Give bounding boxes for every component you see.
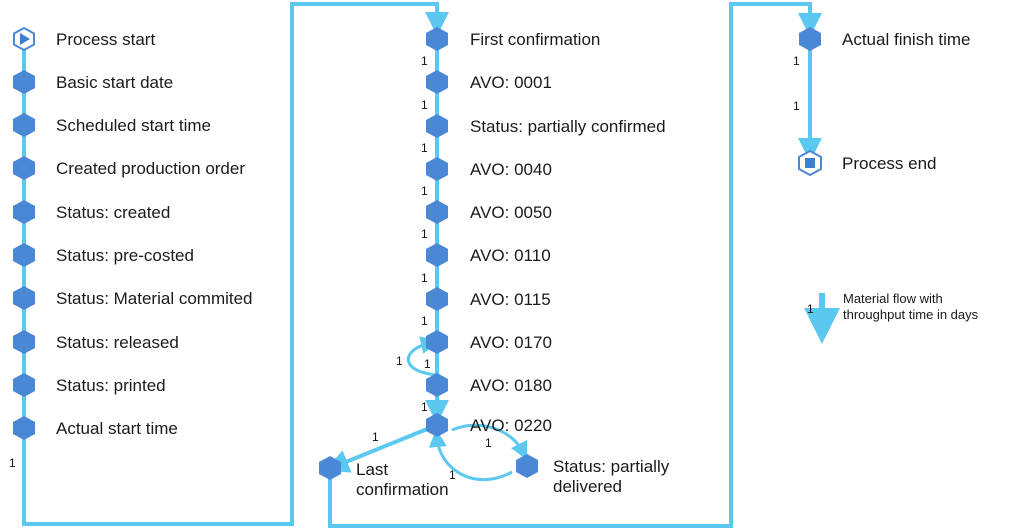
edge-label-loop: 1 <box>396 354 403 368</box>
node-label-status-created: Status: created <box>56 203 171 222</box>
node-label-status-printed: Status: printed <box>56 376 166 395</box>
edge-label: 1 <box>793 99 800 113</box>
hexagon-icon <box>426 413 448 437</box>
flow-to-partially-delivered <box>451 423 528 461</box>
hexagon-icon <box>13 243 35 267</box>
edge-label: 1 <box>793 54 800 68</box>
hexagon-icon <box>426 243 448 267</box>
node-label-avo-0001: AVO: 0001 <box>470 73 552 92</box>
edge-label: 1 <box>421 98 428 112</box>
node-label-avo-0115: AVO: 0115 <box>470 290 551 309</box>
hexagon-icon <box>13 286 35 310</box>
hexagon-icon <box>13 200 35 224</box>
edge-label: 1 <box>372 430 379 444</box>
legend-edge-label: 1 <box>807 302 814 316</box>
node-label-avo-0220: AVO: 0220 <box>470 416 552 435</box>
node-label-process-start: Process start <box>56 30 156 49</box>
edge-label: 1 <box>421 184 428 198</box>
edge-label: 1 <box>485 436 492 450</box>
node-label-last-confirmation: Last confirmation <box>356 460 449 499</box>
hexagon-icon <box>13 416 35 440</box>
edge-label: 1 <box>421 271 428 285</box>
hexagon-icon <box>799 27 821 51</box>
edge-label: 1 <box>421 54 428 68</box>
node-label-avo-0110: AVO: 0110 <box>470 246 551 265</box>
flow-loop-avo0170 <box>406 336 439 377</box>
node-label-created-production-order: Created production order <box>56 159 246 178</box>
node-label-avo-0040: AVO: 0040 <box>470 160 552 179</box>
node-label-actual-finish-time: Actual finish time <box>842 30 971 49</box>
node-label-actual-start-time: Actual start time <box>56 419 178 438</box>
flow-last-confirmation-to-finish <box>328 2 822 528</box>
hexagon-icon <box>13 156 35 180</box>
flow-from-partially-delivered <box>428 429 513 482</box>
node-label-status-material-commited: Status: Material commited <box>56 289 253 308</box>
hexagon-icon <box>426 330 448 354</box>
node-label-process-end: Process end <box>842 154 937 173</box>
stop-glyph <box>805 158 815 168</box>
edge-label: 1 <box>421 314 428 328</box>
node-label-first-confirmation: First confirmation <box>470 30 601 49</box>
node-label-avo-0170: AVO: 0170 <box>470 333 552 352</box>
flow-column1-down <box>22 2 449 526</box>
edge-label: 1 <box>424 357 431 371</box>
hexagon-icon <box>13 113 35 137</box>
edge-label: 1 <box>421 400 428 414</box>
node-label-basic-start-date: Basic start date <box>56 73 174 92</box>
hexagon-icon <box>426 157 448 181</box>
flow-connectors <box>22 2 840 528</box>
node-label-scheduled-start-time: Scheduled start time <box>56 116 211 135</box>
hexagon-icon <box>13 70 35 94</box>
node-label-status-pre-costed: Status: pre-costed <box>56 246 194 265</box>
legend-text: Material flow with throughput time in da… <box>843 291 979 322</box>
hexagon-icon <box>516 454 538 478</box>
node-label-avo-0050: AVO: 0050 <box>470 203 552 222</box>
node-label-status-partially-delivered: Status: partially delivered <box>553 457 670 496</box>
hexagon-icon <box>426 27 448 51</box>
node-label-status-partially-confirmed: Status: partially confirmed <box>470 117 666 136</box>
hexagon-icon <box>426 287 448 311</box>
play-glyph <box>20 33 30 45</box>
hexagon-icon <box>13 330 35 354</box>
hexagon-icon <box>426 70 448 94</box>
flow-to-last-confirmation <box>324 423 438 473</box>
nodes-column-3 <box>798 27 822 177</box>
hexagon-icon <box>426 373 448 397</box>
edge-label: 1 <box>421 141 428 155</box>
edge-label: 1 <box>449 468 456 482</box>
hexagon-icon <box>426 114 448 138</box>
node-label-avo-0180: AVO: 0180 <box>470 376 552 395</box>
hexagon-icon <box>319 456 341 480</box>
hexagon-icon <box>426 200 448 224</box>
hexagon-icon <box>13 373 35 397</box>
edge-label: 1 <box>421 227 428 241</box>
edge-label: 1 <box>9 456 16 470</box>
node-label-status-released: Status: released <box>56 333 179 352</box>
nodes-column-2 <box>319 27 538 480</box>
nodes-column-1 <box>13 26 35 440</box>
